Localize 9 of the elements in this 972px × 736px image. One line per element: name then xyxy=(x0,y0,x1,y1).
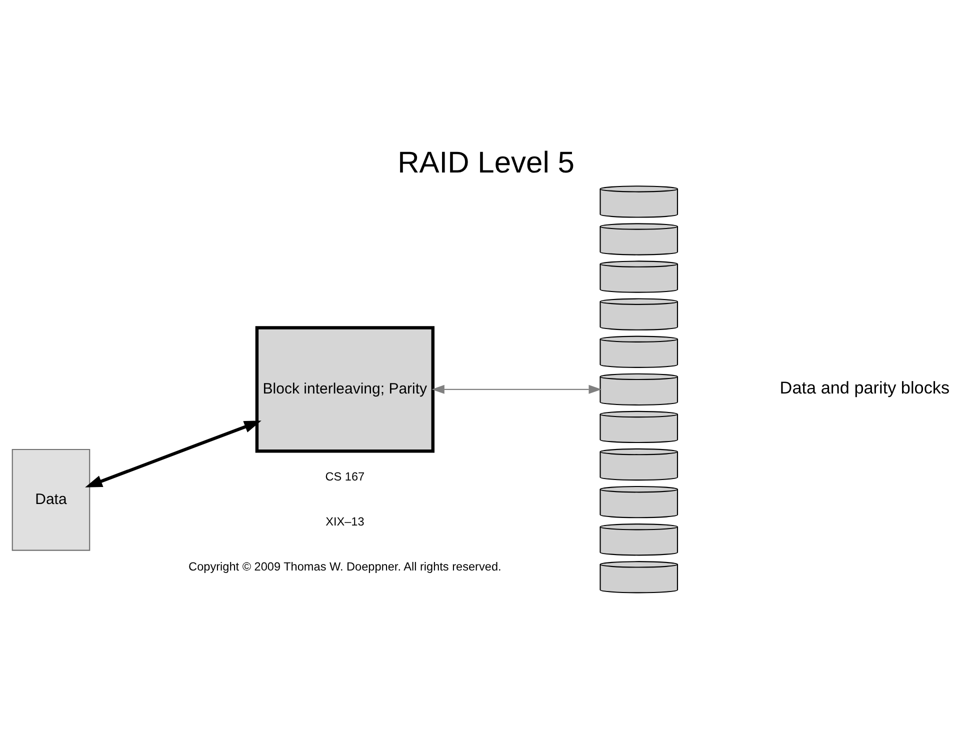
label: XIX–13 xyxy=(326,514,364,528)
node-box: Data xyxy=(12,448,90,550)
label: CS 167 xyxy=(325,468,365,483)
node-box: Block interleaving; Parity xyxy=(255,326,434,452)
diagram-title: RAID Level 5 xyxy=(398,146,574,180)
label: Copyright © 2009 Thomas W. Doeppner. All rights reserved. xyxy=(188,559,502,574)
label: Data and parity blocks xyxy=(780,376,950,397)
arrow xyxy=(432,384,602,394)
arrow xyxy=(85,420,262,487)
